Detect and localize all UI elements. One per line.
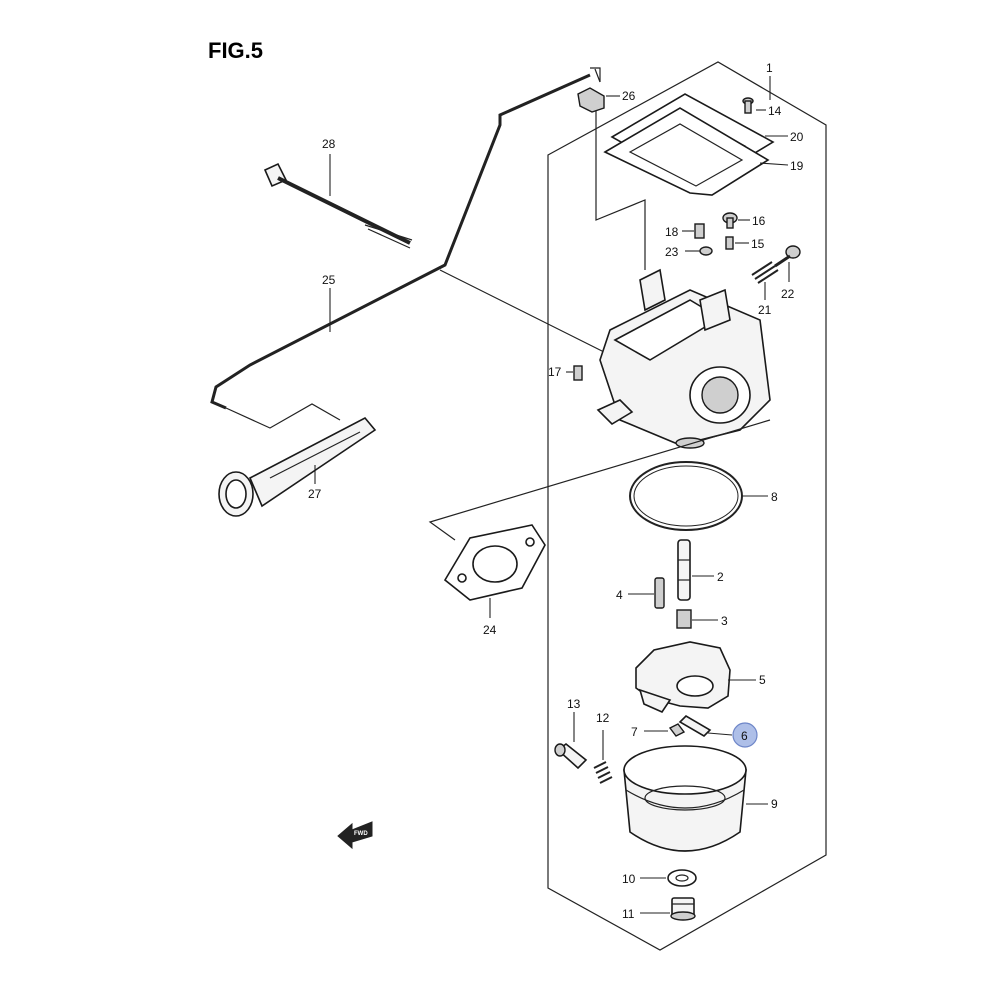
svg-text:2: 2 — [717, 570, 724, 584]
callout-28: 28 — [322, 137, 336, 196]
plate-routing-line — [595, 108, 646, 270]
callout-5: 5 — [728, 673, 766, 687]
svg-text:17: 17 — [548, 365, 562, 379]
screw-14 — [742, 97, 754, 114]
callout-9: 9 — [746, 797, 778, 811]
svg-text:22: 22 — [781, 287, 795, 301]
svg-text:23: 23 — [665, 245, 679, 259]
screw-16 — [722, 212, 738, 229]
callout-18: 18 — [665, 225, 694, 239]
svg-text:18: 18 — [665, 225, 679, 239]
svg-text:20: 20 — [790, 130, 804, 144]
svg-text:6: 6 — [741, 729, 748, 743]
callout-16: 16 — [738, 214, 766, 228]
screw-23 — [699, 246, 713, 256]
callout-13: 13 — [567, 697, 581, 742]
callout-20: 20 — [765, 130, 804, 144]
svg-text:1: 1 — [766, 61, 773, 75]
svg-text:16: 16 — [752, 214, 766, 228]
callout-25: 25 — [322, 273, 336, 332]
callout-12: 12 — [596, 711, 610, 760]
svg-text:28: 28 — [322, 137, 336, 151]
screw-18 — [694, 223, 705, 239]
callout-11: 11 — [622, 907, 670, 921]
screw-22 — [774, 245, 801, 268]
callout-7: 7 — [631, 725, 668, 739]
gasket-19 — [603, 107, 770, 196]
callout-21: 21 — [758, 282, 772, 317]
float-pin-clip-7 — [668, 723, 686, 737]
clip-26 — [577, 87, 605, 113]
drain-screw-11 — [670, 897, 696, 921]
needle-valve-6 — [678, 714, 712, 738]
callout-22: 22 — [781, 262, 795, 301]
callout-19: 19 — [759, 159, 804, 173]
callout-3: 3 — [692, 614, 728, 628]
svg-text:9: 9 — [771, 797, 778, 811]
rod-routing-line — [439, 269, 611, 356]
carburetor-body — [596, 268, 771, 449]
svg-text:19: 19 — [790, 159, 804, 173]
callout-10: 10 — [622, 872, 666, 886]
callout-14: 14 — [756, 104, 782, 118]
svg-text:4: 4 — [616, 588, 623, 602]
screw-15 — [725, 236, 734, 250]
assembly-outline — [547, 61, 827, 951]
washer-10 — [667, 869, 697, 887]
spring-21 — [751, 261, 779, 284]
svg-text:3: 3 — [721, 614, 728, 628]
callout-27: 27 — [308, 465, 322, 501]
pilot-jet-4 — [654, 577, 665, 609]
svg-text:25: 25 — [322, 273, 336, 287]
float-chamber-9 — [623, 745, 747, 852]
svg-text:15: 15 — [751, 237, 765, 251]
long-screw-28 — [263, 162, 413, 249]
svg-text:11: 11 — [622, 907, 635, 921]
choke-knob-27 — [218, 416, 377, 517]
main-jet-3 — [676, 609, 692, 629]
callout-26: 26 — [606, 89, 636, 103]
callout-24: 24 — [483, 598, 497, 637]
figure-title: FIG.5 — [208, 38, 263, 63]
pilot-screw-13 — [554, 742, 588, 770]
callout-23: 23 — [665, 245, 700, 259]
gasket-routing-line — [428, 419, 771, 541]
nozzle-2 — [677, 539, 691, 601]
rod-end-routing — [225, 403, 341, 429]
o-ring-8 — [629, 461, 743, 531]
spring-12 — [593, 761, 613, 784]
choke-rod-25 — [210, 67, 601, 410]
svg-text:5: 5 — [759, 673, 766, 687]
svg-text:8: 8 — [771, 490, 778, 504]
callout-15: 15 — [735, 237, 765, 251]
svg-text:21: 21 — [758, 303, 772, 317]
callout-4: 4 — [616, 588, 654, 602]
gasket-24 — [443, 524, 546, 601]
callout-17: 17 — [548, 365, 573, 379]
svg-text:26: 26 — [622, 89, 636, 103]
callout-2: 2 — [692, 570, 724, 584]
svg-text:FWD: FWD — [354, 831, 368, 837]
float-5 — [635, 641, 731, 714]
callout-1: 1 — [766, 61, 773, 100]
svg-text:7: 7 — [631, 725, 638, 739]
svg-text:12: 12 — [596, 711, 610, 725]
callout-8: 8 — [742, 490, 778, 504]
svg-text:13: 13 — [567, 697, 581, 711]
callout-6-highlight: 6 — [707, 722, 758, 748]
svg-text:14: 14 — [768, 104, 782, 118]
svg-text:10: 10 — [622, 872, 636, 886]
svg-text:27: 27 — [308, 487, 322, 501]
screw-17 — [573, 365, 583, 381]
svg-text:24: 24 — [483, 623, 497, 637]
fwd-direction-marker: FWD — [337, 821, 373, 850]
